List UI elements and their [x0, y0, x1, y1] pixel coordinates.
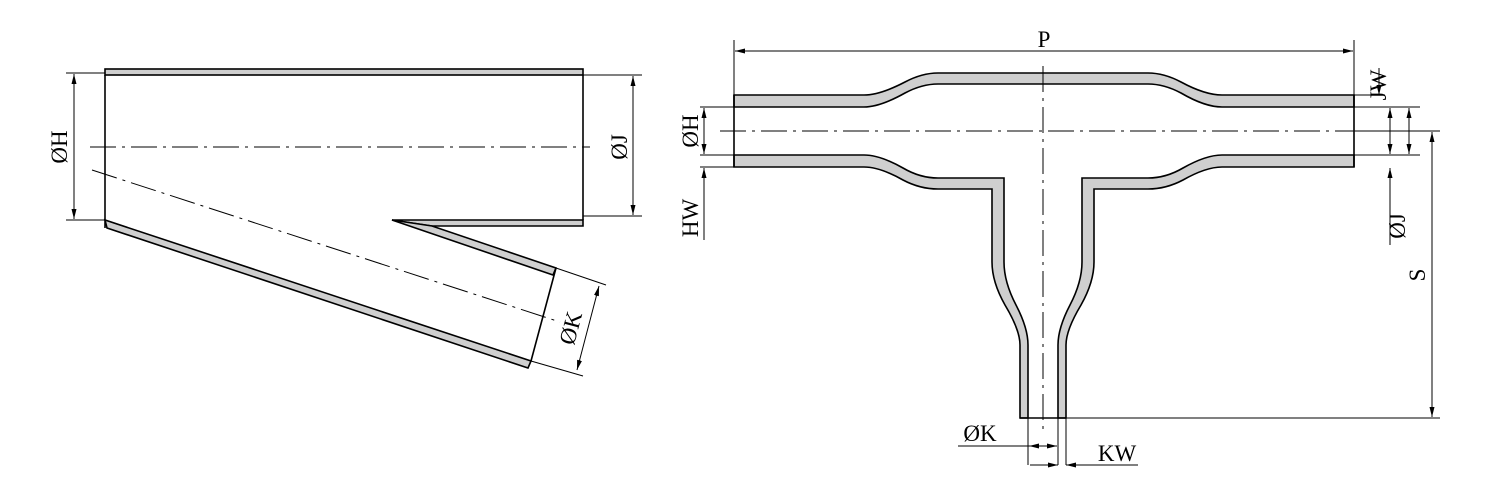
dim-h-r-label: ØH [678, 114, 703, 147]
dim-jw-label: JW [1366, 69, 1391, 100]
y-branch-branch-lower-wall [103, 218, 533, 369]
tee-bottom-right-wall [1057, 154, 1355, 419]
y-branch-branch-centerline [91, 169, 561, 323]
dim-k-r-label: ØK [963, 421, 997, 446]
dim-kw-label: KW [1098, 441, 1137, 466]
dim-k-extension-top [555, 267, 607, 286]
dim-k-extension-bottom [530, 360, 584, 377]
tee-top-wall [733, 72, 1355, 108]
dim-hw-label: HW [678, 199, 703, 238]
dim-k-label: ØK [554, 308, 587, 347]
y-branch-branch-end-edge [530, 267, 557, 362]
dim-h-label: ØH [47, 130, 72, 163]
y-branch-branch-upper-wall [391, 219, 558, 276]
dim-s-label: S [1405, 269, 1430, 282]
right-view-tee: P JW ØH HW ØJ S ØK [678, 27, 1440, 468]
left-view-y-branch: ØH ØJ ØK [47, 68, 642, 377]
dim-j-label: ØJ [607, 134, 632, 160]
dim-j-r-label: ØJ [1385, 213, 1410, 239]
tee-bottom-left-wall [733, 154, 1029, 419]
dim-p-label: P [1038, 27, 1051, 52]
y-branch-top-wall [104, 68, 584, 76]
dim-k-line [576, 285, 600, 371]
